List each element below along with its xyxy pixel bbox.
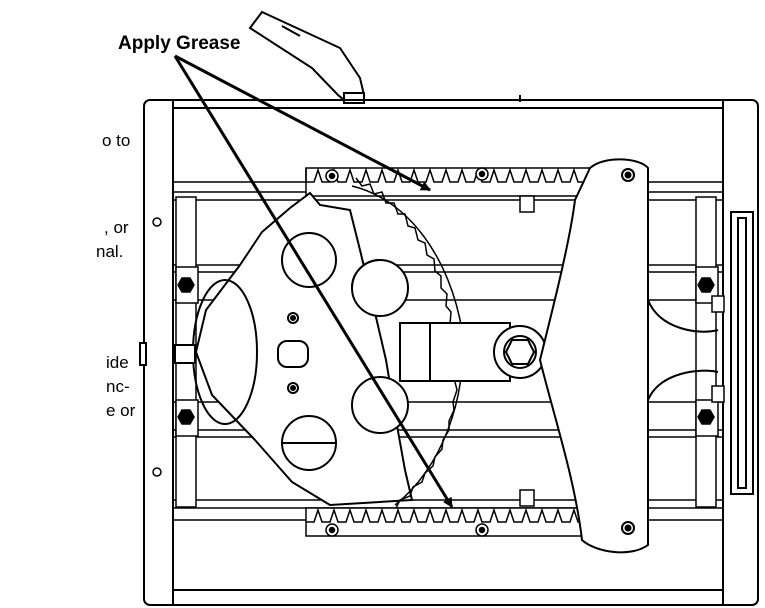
right-carriage: [538, 158, 719, 554]
left-plate: [139, 191, 414, 507]
callout-arrows: [173, 54, 454, 508]
cut-text-line-2: , or: [104, 218, 129, 237]
rack-bolts: [325, 167, 489, 537]
callout-arrow-bottom: [173, 55, 454, 508]
cut-text-line-6: e or: [106, 401, 136, 420]
cut-text-line-1: o to: [102, 131, 131, 150]
right-knobs: [711, 295, 725, 403]
cut-text-line-4: ide: [106, 353, 129, 372]
top-rack: [305, 167, 607, 213]
bottom-rack: [305, 489, 607, 537]
apply-grease-label: Apply Grease: [118, 33, 241, 54]
connecting-arm: [399, 322, 547, 382]
callout-arrow-top: [174, 54, 431, 192]
handle: [248, 10, 366, 104]
cut-text-line-5: nc-: [106, 377, 130, 396]
cut-text-line-3: nal.: [96, 242, 124, 261]
bracket-bolts: [177, 277, 715, 425]
